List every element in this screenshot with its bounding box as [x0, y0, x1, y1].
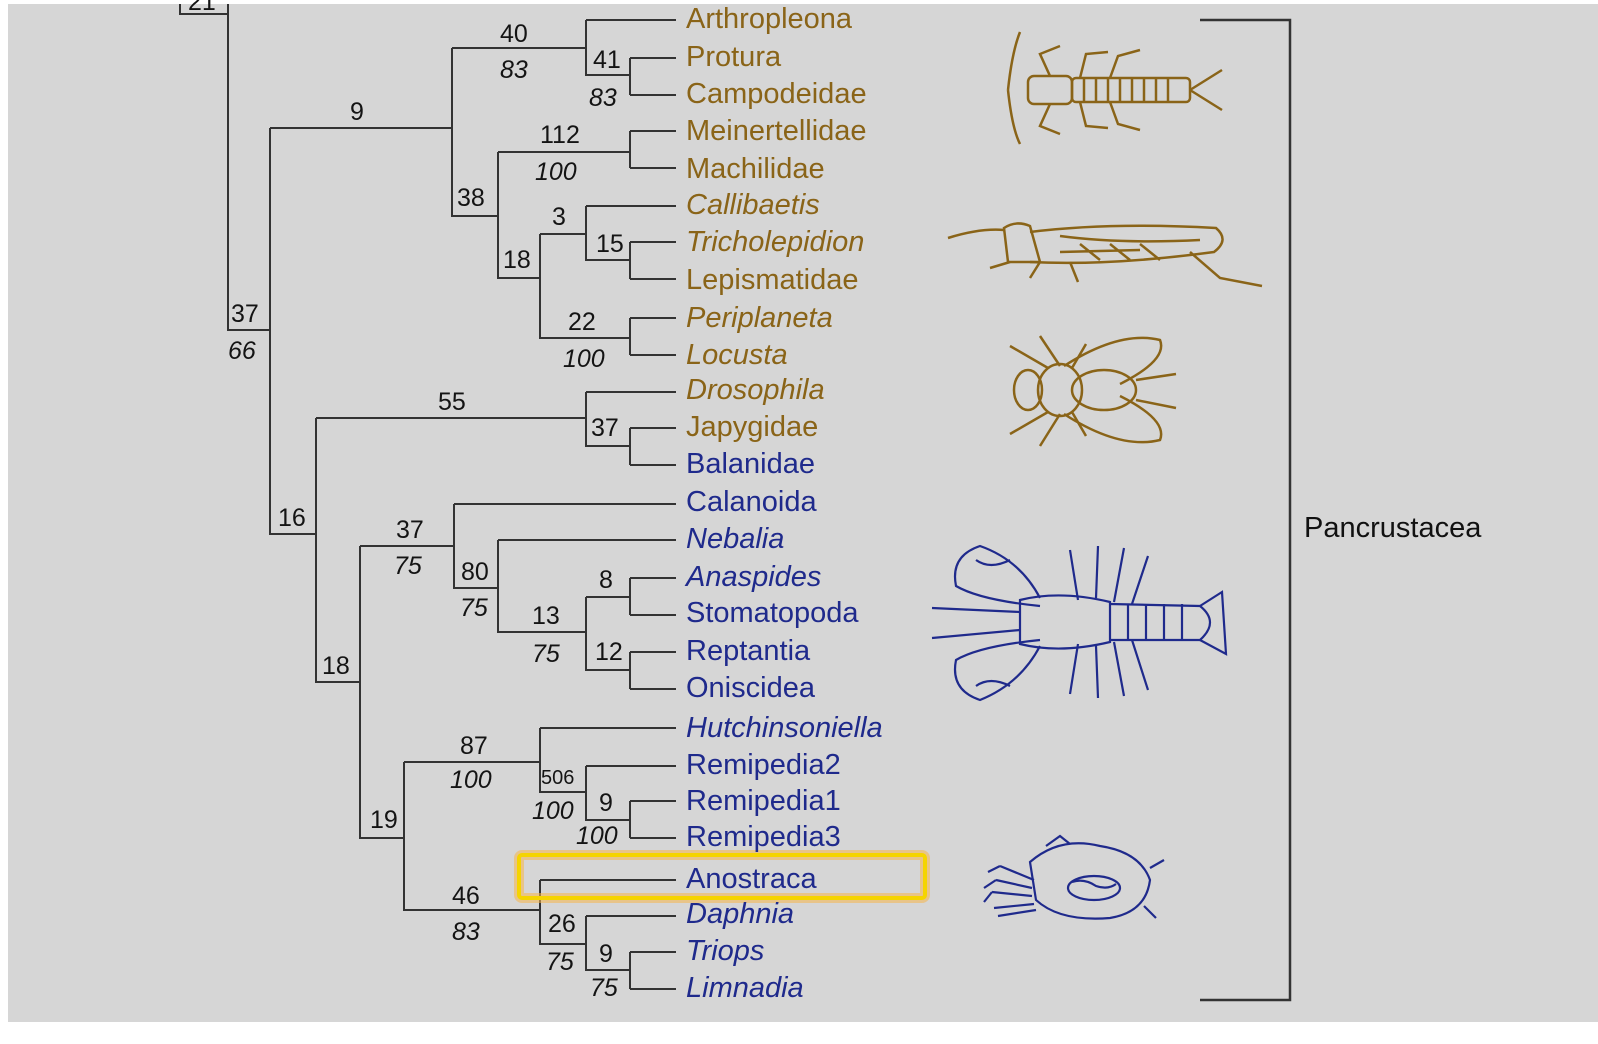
node-label: 100 — [576, 822, 618, 850]
node-label: 22 — [568, 308, 596, 336]
taxon-label: Protura — [686, 41, 782, 73]
node-label: 100 — [563, 345, 605, 373]
node-label: 3 — [552, 203, 566, 231]
taxon-label: Nebalia — [686, 523, 784, 555]
node-label: 15 — [596, 230, 624, 258]
taxon-label: Tricholepidion — [686, 226, 864, 258]
node-label: 41 — [593, 46, 621, 74]
taxon-label-highlighted: Anostraca — [686, 863, 817, 895]
taxon-label: Remipedia1 — [686, 785, 841, 817]
node-label: 100 — [532, 797, 574, 825]
node-label: 37 — [591, 414, 619, 442]
edge-node-18-split — [360, 546, 404, 838]
node-label: 83 — [452, 918, 480, 946]
taxon-label: Lepismatidae — [686, 264, 859, 296]
taxon-label: Anaspides — [684, 561, 821, 593]
taxon-label: Oniscidea — [686, 672, 816, 704]
node-label: 13 — [532, 602, 560, 630]
taxon-label: Campodeidae — [686, 78, 867, 110]
grasshopper-drawing — [948, 223, 1262, 286]
node-label: 75 — [532, 640, 560, 668]
taxon-label: Limnadia — [686, 972, 804, 1004]
node-label: 37 — [396, 516, 424, 544]
taxon-label: Triops — [686, 935, 764, 967]
edge-node-16 — [270, 128, 316, 534]
node-label: 12 — [595, 638, 623, 666]
node-label: 112 — [540, 121, 580, 149]
node-label: 9 — [350, 98, 364, 126]
pancrustacea-bracket — [1200, 20, 1290, 1000]
taxon-label: Japygidae — [686, 411, 818, 443]
taxon-label: Machilidae — [686, 153, 825, 185]
pancrustacea-label: Pancrustacea — [1304, 512, 1482, 544]
node-label: 21 — [188, 0, 216, 16]
node-label: 87 — [460, 732, 488, 760]
node-label: 9 — [599, 940, 613, 968]
taxon-label: Periplaneta — [686, 302, 833, 334]
node-label: 55 — [438, 388, 466, 416]
node-label: 19 — [370, 806, 398, 834]
node-label: 46 — [452, 882, 480, 910]
taxon-label: Remipedia2 — [686, 749, 841, 781]
node-label: 506 — [541, 767, 574, 789]
edge-root — [228, 4, 270, 330]
taxon-label: Daphnia — [686, 898, 794, 930]
taxon-label: Drosophila — [686, 374, 825, 406]
taxon-label: Remipedia3 — [686, 821, 841, 853]
node-label: 18 — [503, 246, 531, 274]
taxon-label: Hutchinsoniella — [686, 712, 883, 744]
node-label: 75 — [460, 594, 488, 622]
taxon-label: Callibaetis — [686, 189, 820, 221]
node-label: 38 — [457, 184, 485, 212]
taxon-label: Stomatopoda — [686, 597, 859, 629]
taxon-label: Balanidae — [686, 448, 815, 480]
node-label: 100 — [535, 158, 577, 186]
node-label: 100 — [450, 766, 492, 794]
taxon-label: Meinertellidae — [686, 115, 867, 147]
node-label: 40 — [500, 20, 528, 48]
taxon-label: Locusta — [686, 339, 788, 371]
node-label: 83 — [500, 56, 528, 84]
taxon-label: Arthropleona — [686, 3, 853, 35]
node-label: 83 — [589, 84, 617, 112]
lobster-drawing — [932, 546, 1226, 700]
node-label: 9 — [599, 789, 613, 817]
node-label: 80 — [461, 558, 489, 586]
node-label: 16 — [278, 504, 306, 532]
node-label: 75 — [394, 552, 422, 580]
taxon-label: Calanoida — [686, 486, 817, 518]
node-label: 18 — [322, 652, 350, 680]
fly-drawing — [1010, 336, 1176, 446]
taxon-label: Reptantia — [686, 635, 811, 667]
anostracan-drawing — [984, 836, 1164, 919]
node-label: 37 — [231, 300, 259, 328]
node-label: 75 — [590, 974, 618, 1002]
collembolan-drawing — [1008, 32, 1222, 144]
node-label: 8 — [599, 566, 613, 594]
node-label: 75 — [546, 948, 574, 976]
node-label: 66 — [228, 337, 256, 365]
node-label: 26 — [548, 910, 576, 938]
edge-node-18-lower — [316, 418, 360, 682]
